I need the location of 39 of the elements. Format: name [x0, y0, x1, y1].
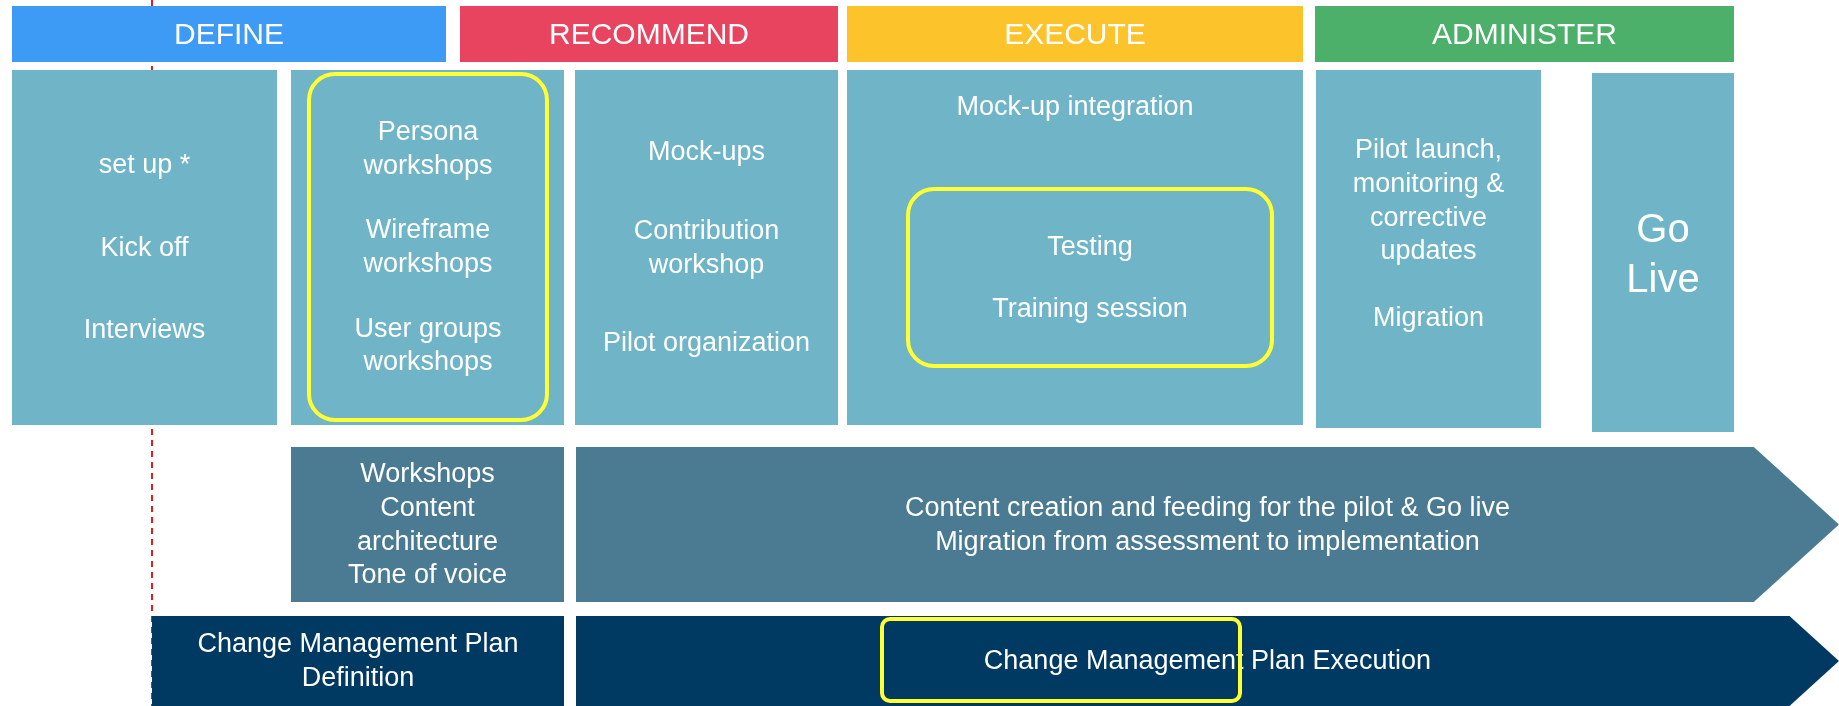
- activity-text: Interviews: [83, 312, 206, 346]
- phase-header: [847, 6, 1303, 62]
- phase-header: [12, 6, 446, 62]
- activity-text: Tone of voice: [347, 558, 508, 592]
- activity-box: [12, 70, 277, 425]
- phase-title: EXECUTE: [1004, 16, 1146, 53]
- phase-title: RECOMMEND: [549, 16, 749, 53]
- activity-box: [152, 616, 564, 706]
- activity-box: [1316, 70, 1541, 428]
- activity-box: [291, 447, 564, 602]
- activity-text: Mock-up integration: [956, 90, 1194, 123]
- activity-text: Migration from assessment to implementation: [935, 524, 1480, 558]
- activity-text: User groups workshops: [353, 311, 503, 379]
- highlight-frame: [906, 187, 1274, 368]
- activity-text: Change Management Plan Definition: [196, 627, 520, 694]
- arrow-band: [576, 616, 1839, 706]
- activity-text: Content architecture: [355, 490, 500, 558]
- phase-title: DEFINE: [174, 16, 284, 53]
- activity-text: Migration: [1372, 301, 1484, 335]
- activity-text: Contribution workshop: [632, 213, 781, 281]
- activity-box: [847, 70, 1303, 425]
- activity-text: Persona workshops: [362, 114, 494, 182]
- phase-header: [1315, 6, 1734, 62]
- phase-header: [460, 6, 838, 62]
- activity-box: [575, 70, 838, 425]
- activity-text: Mock-ups: [648, 135, 765, 168]
- activity-text: Testing: [1047, 229, 1133, 263]
- activity-text: Pilot organization: [602, 326, 811, 360]
- activity-text: Kick off: [100, 230, 189, 264]
- arrow-band: [576, 447, 1839, 602]
- activity-text: set up *: [98, 148, 191, 182]
- milestone-box: [1592, 73, 1734, 432]
- activity-text: Wireframe workshops: [362, 213, 494, 280]
- activity-text: Training session: [992, 291, 1188, 325]
- activity-text: Pilot launch, monitoring & corrective updates: [1351, 133, 1506, 268]
- activity-text: Content creation and feeding for the pilot & Go live: [905, 490, 1510, 524]
- phase-title: ADMINISTER: [1432, 16, 1617, 53]
- activity-text: Workshops: [360, 457, 495, 490]
- activity-text: Go Live: [1625, 204, 1701, 302]
